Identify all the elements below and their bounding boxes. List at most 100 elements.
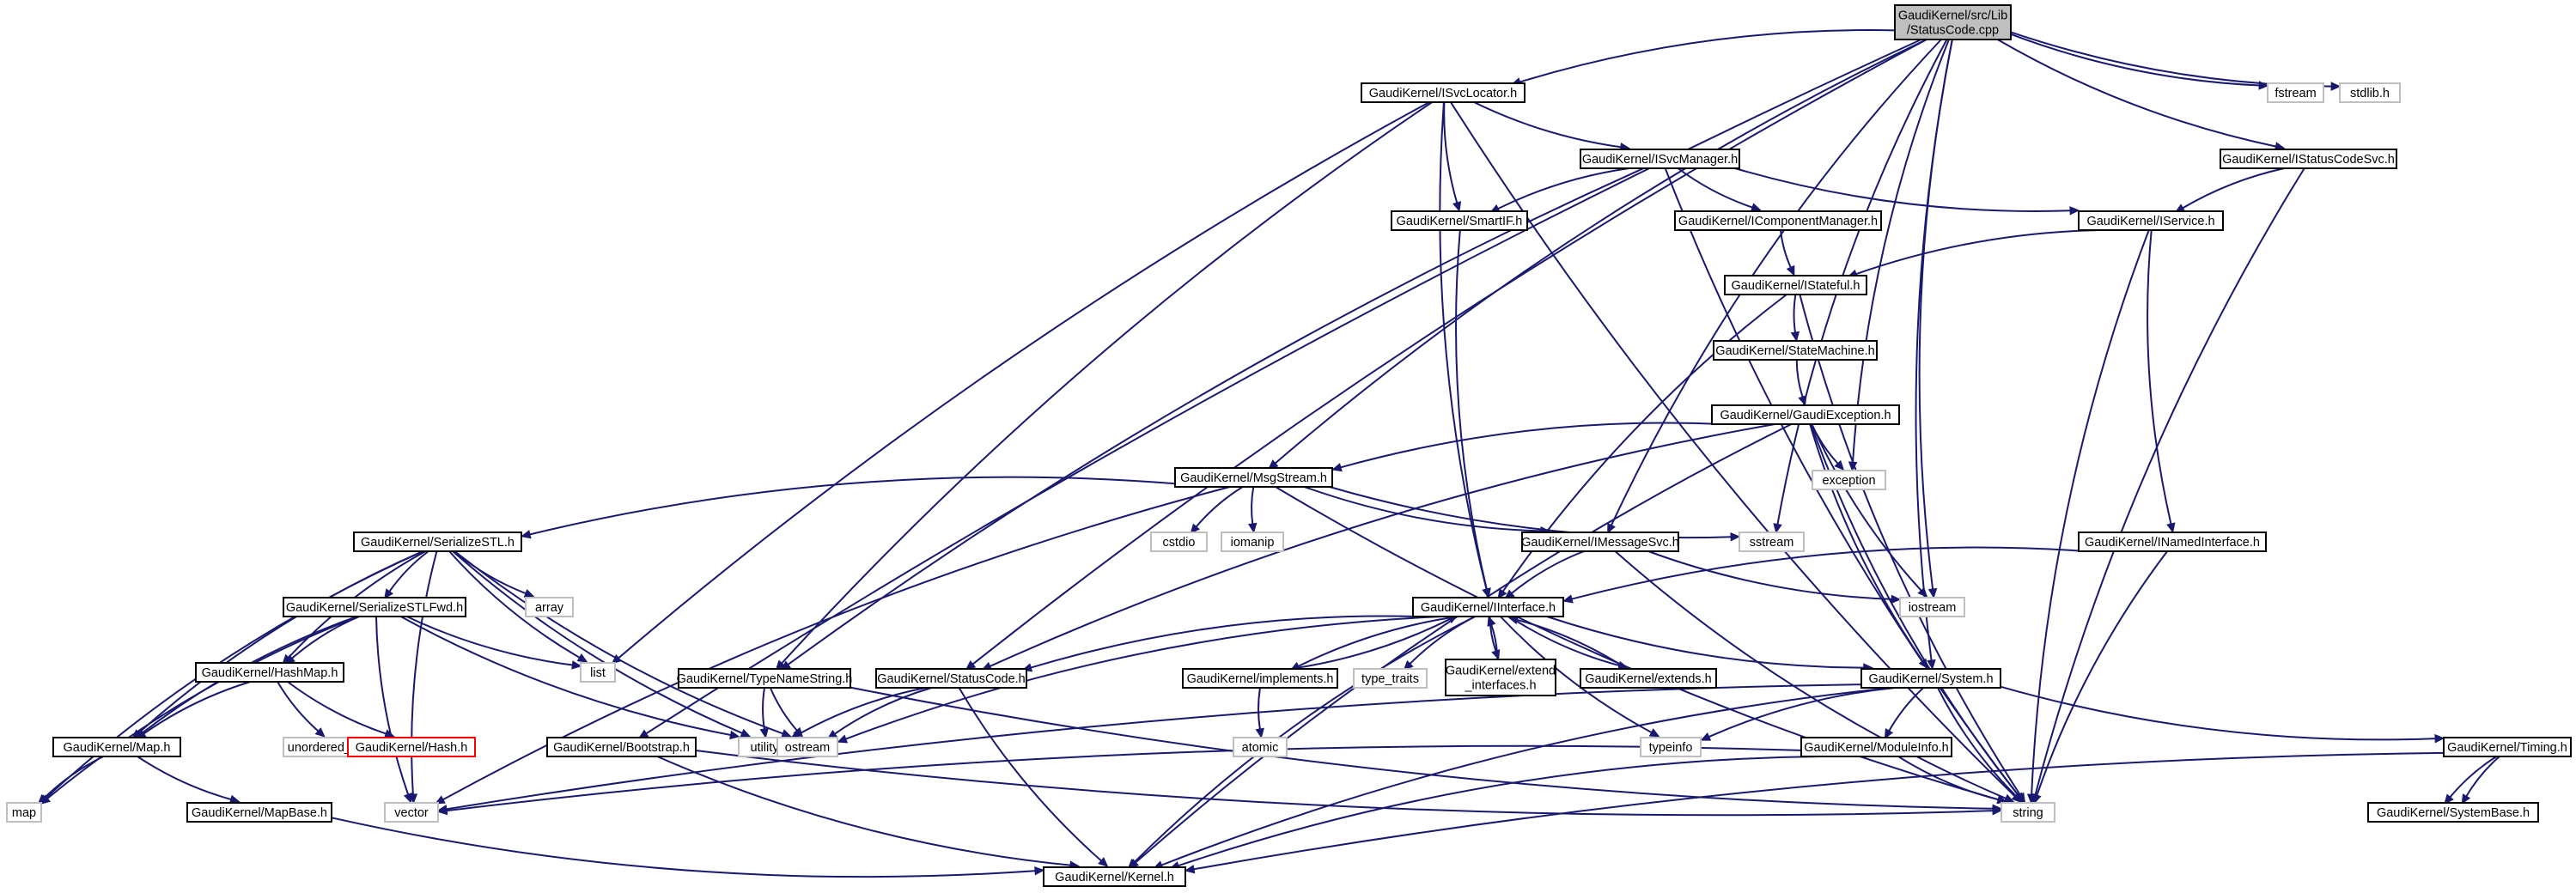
node-systembase[interactable]: GaudiKernel/SystemBase.h <box>2367 802 2539 823</box>
edge-line <box>43 756 104 799</box>
edge-line <box>762 687 765 731</box>
node-box <box>1739 532 1805 552</box>
edge-line <box>1500 616 1653 734</box>
dependency-edge-iservice-inamedinterface <box>2147 229 2176 533</box>
edge-line <box>143 681 251 735</box>
node-box <box>1724 275 1867 295</box>
edge-line <box>1614 550 2007 800</box>
arrow-head <box>1798 395 1807 406</box>
dependency-edge-serializestlfwd-list <box>406 616 582 670</box>
arrow-head <box>1730 532 1741 542</box>
edge-line <box>1195 486 1244 528</box>
node-root[interactable]: GaudiKernel/src/Lib/StatusCode.cpp <box>1894 4 2012 40</box>
dependency-edge-root-iostream <box>1918 39 1953 599</box>
arrow-head <box>1773 523 1782 534</box>
node-iservice[interactable]: GaudiKernel/IService.h <box>2078 210 2224 231</box>
node-extendinterfaces[interactable]: GaudiKernel/extend_interfaces.h <box>1445 659 1556 696</box>
dependency-edge-serializestlfwd-utility <box>400 616 740 740</box>
node-extends[interactable]: GaudiKernel/extends.h <box>1580 668 1717 689</box>
node-implements[interactable]: GaudiKernel/implements.h <box>1182 668 1338 689</box>
node-bootstrap[interactable]: GaudiKernel/Bootstrap.h <box>546 737 697 757</box>
arrow-head <box>2461 793 2471 805</box>
node-label: GaudiKernel/extends.h <box>1585 672 1712 686</box>
edge-line <box>1799 294 2022 797</box>
node-isvcmanager[interactable]: GaudiKernel/ISvcManager.h <box>1580 149 1740 169</box>
edge-line <box>1133 616 1476 864</box>
node-label: GaudiKernel/INamedInterface.h <box>2085 536 2260 550</box>
node-box <box>525 597 574 617</box>
node-typenamestring[interactable]: GaudiKernel/TypeNameString.h <box>677 668 853 689</box>
edge-line <box>1508 616 1621 667</box>
node-statuscode[interactable]: GaudiKernel/StatusCode.h <box>875 668 1027 689</box>
dependency-edge-root-imessagesvc <box>1607 39 1942 534</box>
edge-line <box>1887 687 1924 732</box>
node-iinterface[interactable]: GaudiKernel/IInterface.h <box>1412 597 1564 617</box>
node-kernel[interactable]: GaudiKernel/Kernel.h <box>1043 866 1186 887</box>
node-imessagesvc[interactable]: GaudiKernel/IMessageSvc.h <box>1521 532 1679 552</box>
arrow-head <box>2434 733 2445 744</box>
node-label: GaudiKernel/SmartIF.h <box>1397 215 1523 228</box>
node-hash[interactable]: GaudiKernel/Hash.h <box>347 737 476 757</box>
node-label: utility <box>750 741 779 755</box>
arrow-head <box>1247 522 1258 534</box>
node-box <box>1412 597 1564 617</box>
node-icomponentmanager[interactable]: GaudiKernel/IComponentManager.h <box>1674 210 1882 231</box>
node-hashmap[interactable]: GaudiKernel/HashMap.h <box>195 662 344 683</box>
dependency-edge-iinterface-typeinfo <box>1500 616 1660 738</box>
dependency-edge-icomponentmanager-istateful <box>1780 229 1795 276</box>
node-smartif[interactable]: GaudiKernel/SmartIF.h <box>1391 210 1528 231</box>
edge-line <box>617 101 1430 659</box>
edge-line <box>769 687 799 732</box>
node-isvclocator[interactable]: GaudiKernel/ISvcLocator.h <box>1361 82 1526 103</box>
node-maph[interactable]: GaudiKernel/Map.h <box>52 737 181 757</box>
dependency-edge-isvclocator-list <box>611 101 1430 665</box>
node-box <box>1353 668 1428 689</box>
dependency-edge-smartif-iinterface <box>1455 229 1491 598</box>
node-label: GaudiKernel/ModuleInfo.h <box>1804 741 1948 755</box>
node-exception: exception <box>1812 470 1886 490</box>
node-box <box>1860 668 2001 689</box>
edge-line <box>1473 101 1622 149</box>
node-inamedinterface[interactable]: GaudiKernel/INamedInterface.h <box>2078 532 2267 552</box>
edge-line <box>1780 229 1793 269</box>
dependency-edge-isvclocator-typenamestring <box>775 101 1433 671</box>
node-moduleinfo[interactable]: GaudiKernel/ModuleInfo.h <box>1800 737 1952 757</box>
dependency-edge-istateful-statemachine <box>1790 294 1800 343</box>
edge-line <box>850 686 1994 810</box>
arrow-head <box>1834 459 1845 471</box>
dependency-edge-iinterface-ostream <box>837 616 1443 744</box>
node-label: ostream <box>785 741 830 755</box>
node-istatuscodesvc[interactable]: GaudiKernel/IStatusCodeSvc.h <box>2220 149 2397 169</box>
node-istateful[interactable]: GaudiKernel/IStateful.h <box>1724 275 1867 295</box>
dependency-edge-isvcmanager-icomponentmanager <box>1677 167 1762 212</box>
node-statemachine[interactable]: GaudiKernel/StateMachine.h <box>1713 340 1878 361</box>
dependency-edge-statuscode-kernel <box>958 687 1109 867</box>
arrow-head <box>1562 594 1574 604</box>
node-string: string <box>2001 802 2055 823</box>
node-iomanip: iomanip <box>1221 532 1284 552</box>
arrow-head <box>1497 588 1507 599</box>
node-system[interactable]: GaudiKernel/System.h <box>1860 668 2001 689</box>
node-box <box>580 662 616 683</box>
dependency-edge-inamedinterface-string <box>2032 550 2168 805</box>
edge-line <box>1851 39 1950 464</box>
dependency-edge-serializestl-utility <box>452 550 752 738</box>
node-label: GaudiKernel/GaudiException.h <box>1720 409 1891 422</box>
node-label: GaudiKernel/SerializeSTLFwd.h <box>286 601 463 615</box>
dependency-edge-inamedinterface-iinterface <box>1562 546 2080 604</box>
edge-line <box>454 550 784 735</box>
node-serializestlfwd[interactable]: GaudiKernel/SerializeSTLFwd.h <box>283 597 466 617</box>
dependency-edge-serializestl-list <box>448 550 588 663</box>
edge-line <box>452 550 744 735</box>
edge-line <box>1677 167 1754 209</box>
node-box <box>1391 210 1528 231</box>
node-gaudiexception[interactable]: GaudiKernel/GaudiException.h <box>1711 404 1900 425</box>
node-timing[interactable]: GaudiKernel/Timing.h <box>2443 737 2572 757</box>
node-serializestl[interactable]: GaudiKernel/SerializeSTL.h <box>353 532 522 552</box>
dependency-edge-extendinterfaces-iinterface <box>1487 616 1499 660</box>
edge-line <box>1274 39 1927 465</box>
arrow-head <box>37 793 48 805</box>
node-mapbase[interactable]: GaudiKernel/MapBase.h <box>186 802 332 823</box>
node-box <box>2078 210 2224 231</box>
node-msgstream[interactable]: GaudiKernel/MsgStream.h <box>1174 467 1333 488</box>
